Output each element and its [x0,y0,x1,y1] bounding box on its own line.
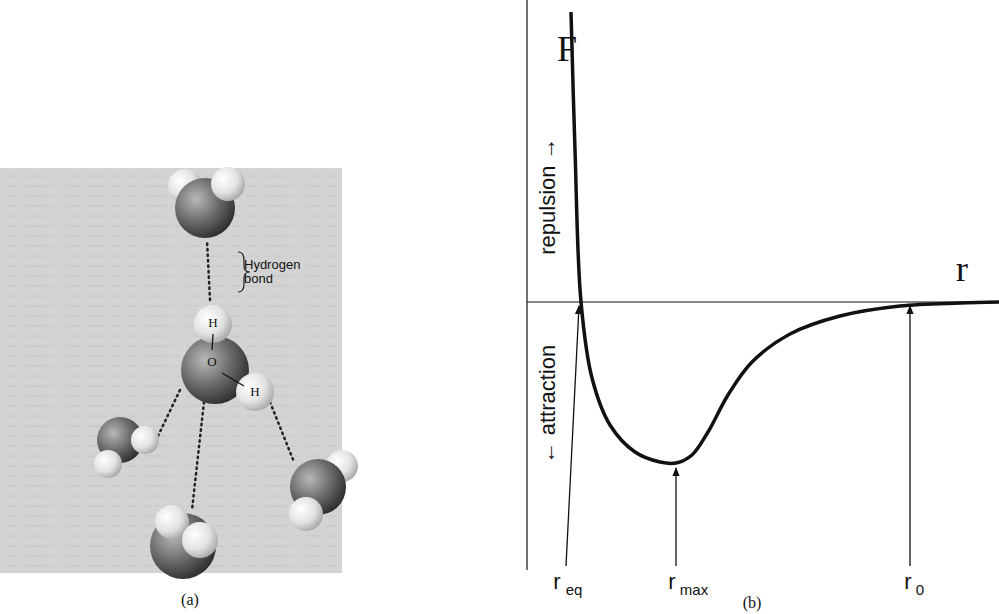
water-molecule [168,167,245,238]
force-axis [526,0,527,570]
water-molecule [181,305,274,411]
axis-direction: ← attraction [536,345,560,464]
subscript: max [680,582,708,599]
force-curve [571,12,999,464]
subscript: eq [566,582,583,599]
water-molecule [150,505,218,579]
panel-label: (a) [181,591,199,609]
subscript: 0 [916,582,924,599]
distance-label: r [904,570,911,594]
axis-direction: repulsion → [536,137,560,254]
distance-label: r [553,570,560,594]
axis-label: r [956,250,968,290]
atom-label: H [208,316,217,330]
axis-label: F [557,30,577,70]
hydrogen-bond-lines [158,240,294,510]
water-molecule [94,417,159,478]
photo-ground [0,168,342,573]
print-texture [6,176,336,566]
leader-arrows [566,306,910,566]
atom-label: H [250,385,259,399]
atom-label: O [207,355,216,369]
distance-label: r [668,570,675,594]
panel-label: (b) [743,594,762,612]
water-molecule [289,450,358,531]
bond-label: Hydrogen bond [244,258,308,287]
